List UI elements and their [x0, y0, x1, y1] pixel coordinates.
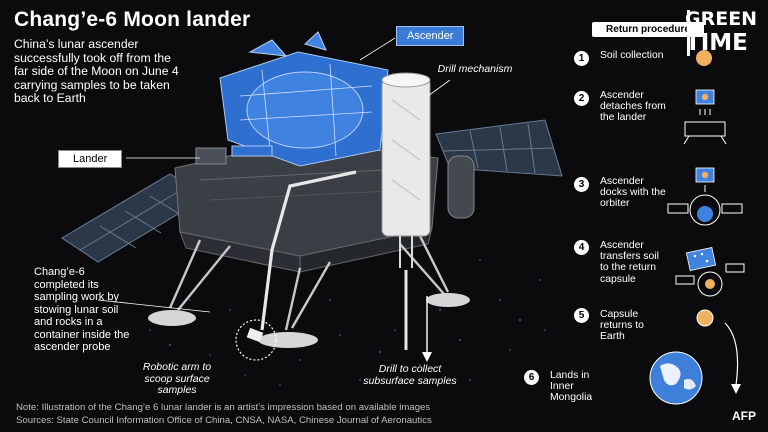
capsule-transfer-icon: [675, 247, 745, 297]
drill-tower: [381, 72, 431, 268]
lander-legs: [168, 235, 450, 331]
drill-bit: [404, 270, 432, 362]
step-1-number: 1: [574, 51, 589, 66]
step-1-text: Soil collection: [600, 50, 664, 61]
procedure-icons: [649, 50, 745, 405]
footer-note: Note: Illustration of the Chang’e 6 luna…: [16, 402, 431, 413]
regolith-dust: [149, 259, 546, 386]
robotic-arm-label: Robotic arm to scoop surface samples: [142, 361, 212, 396]
ascender-label: Ascender: [396, 26, 465, 46]
step-3-number: 3: [574, 177, 589, 192]
step-5-text: Capsule returns to Earth: [600, 309, 644, 343]
ascender-module: [219, 31, 389, 167]
footer-sources: Sources: State Council Information Offic…: [16, 415, 432, 426]
watermark-bar: [687, 10, 690, 56]
step-2-text: Ascender detaches from the lander: [600, 90, 666, 124]
scoop-highlight: [235, 319, 277, 361]
watermark-line-1: GREEN: [685, 8, 758, 30]
afp-logo: AFP: [732, 409, 756, 423]
drill-mechanism-label: Drill mechanism: [437, 63, 513, 75]
step-3-text: Ascender docks with the orbiter: [600, 176, 666, 210]
robotic-arm: [260, 170, 357, 331]
earth-globe-icon: [649, 351, 703, 405]
step-4-text: Ascender transfers soil to the return ca…: [600, 240, 659, 285]
fuel-tank: [447, 155, 475, 219]
step-5-number: 5: [574, 308, 589, 323]
step-4-number: 4: [574, 240, 589, 255]
ascender-detach-icon: [683, 89, 727, 145]
landing-pads: [148, 293, 470, 348]
return-capsule-icon: [696, 309, 741, 394]
orbiter-docking-icon: [667, 167, 743, 226]
lander-label: Lander: [58, 150, 123, 168]
step-6-number: 6: [524, 370, 539, 385]
leader-lines: [97, 37, 451, 313]
page-title: Chang’e-6 Moon lander: [14, 8, 251, 31]
watermark-line-2: TIME: [685, 30, 748, 56]
intro-text: China’s lunar ascender successfully took…: [14, 37, 179, 106]
sampling-note: Chang’e-6 completed its sampling work by…: [34, 266, 130, 353]
soil-sample-icon: [696, 50, 712, 66]
drill-collect-label: Drill to collect subsurface samples: [363, 363, 457, 387]
step-2-number: 2: [574, 91, 589, 106]
return-procedure-heading: Return procedure: [592, 22, 704, 37]
step-6-text: Lands in Inner Mongolia: [550, 370, 593, 404]
